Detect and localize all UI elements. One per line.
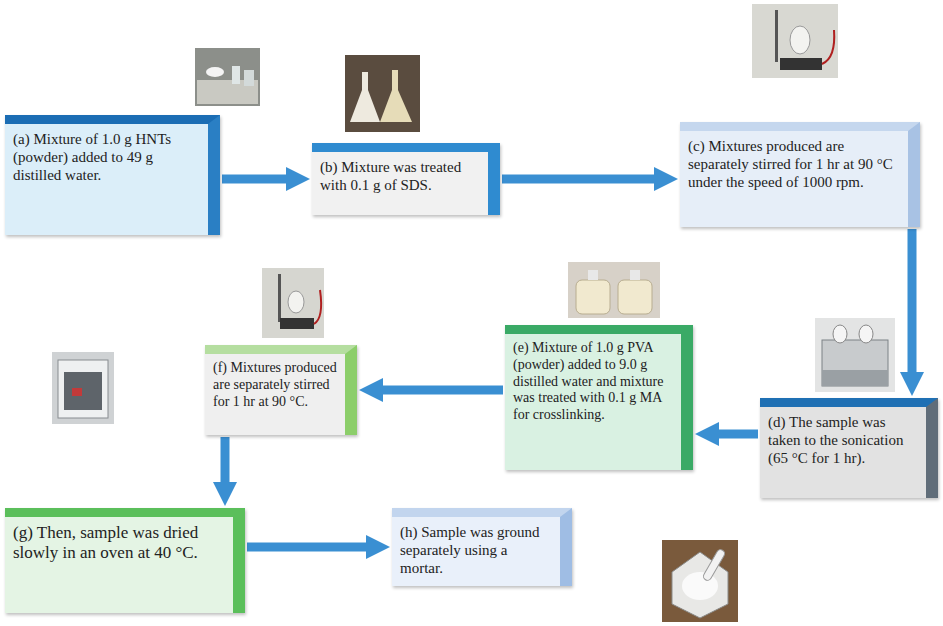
process-step-box: (d) The sample was taken to the sonicati… (760, 398, 938, 498)
flow-arrow (379, 386, 503, 395)
photo-beaker (232, 66, 240, 84)
photo-sonicator (815, 318, 895, 392)
photo-flask (380, 70, 412, 122)
photo-frame (752, 4, 838, 78)
photo-glassware (195, 48, 260, 106)
photo-frame (815, 318, 895, 392)
photo-bath (822, 340, 888, 386)
flow-arrow (247, 543, 370, 552)
photo-mortar (662, 540, 738, 622)
photo-rod (278, 274, 281, 322)
photo-oven-body (58, 360, 108, 418)
photo-stirrer (262, 268, 324, 338)
flow-arrow (715, 430, 758, 439)
flow-arrow (502, 175, 658, 184)
process-step-box: (f) Mixtures produced are separately sti… (205, 345, 357, 435)
photo-bottle (618, 280, 652, 314)
process-step-box: (g) Then, sample was dried slowly in an … (5, 508, 245, 613)
process-step-box: (b) Mixture was treated with 0.1 g of SD… (312, 143, 500, 215)
step-text: (g) Then, sample was dried slowly in an … (13, 523, 225, 564)
photo-hotplate (780, 58, 822, 70)
photo-flask (790, 26, 810, 54)
photo-frame (568, 262, 660, 318)
step-text: (c) Mixtures produced are separately sti… (688, 137, 900, 191)
photo-bottles (568, 262, 660, 318)
photo-sample (72, 388, 82, 396)
photo-oven (52, 352, 114, 424)
process-step-box: (a) Mixture of 1.0 g HNTs (powder) added… (5, 115, 220, 235)
step-text: (f) Mixtures produced are separately sti… (213, 360, 337, 410)
step-text: (h) Sample was ground separately using a… (400, 523, 552, 577)
photo-hotplate (280, 318, 314, 329)
photo-oven-window (64, 372, 102, 410)
step-text: (b) Mixture was treated with 0.1 g of SD… (320, 158, 480, 194)
photo-flask (350, 72, 380, 122)
photo-frame (262, 268, 324, 338)
photo-bottle (576, 280, 610, 314)
step-text: (d) The sample was taken to the sonicati… (768, 413, 918, 467)
photo-rod (775, 10, 778, 62)
photo-pestle (702, 548, 726, 581)
photo-bottle (833, 325, 847, 343)
photo-panel (822, 370, 888, 386)
step-text: (a) Mixture of 1.0 g HNTs (powder) added… (13, 130, 200, 184)
photo-stirrer (752, 4, 838, 78)
photo-cable (314, 290, 321, 324)
photo-dish (206, 67, 224, 77)
photo-bottle (859, 325, 873, 343)
photo-frame (345, 55, 420, 132)
step-text: (e) Mixture of 1.0 g PVA (powder) added … (513, 340, 673, 424)
flow-arrow (908, 229, 917, 376)
photo-frame (662, 540, 738, 622)
photo-neck (630, 270, 640, 280)
photo-flask (288, 291, 304, 313)
process-step-box: (e) Mixture of 1.0 g PVA (powder) added … (505, 325, 693, 470)
photo-beaker (244, 70, 254, 86)
photo-frame (52, 352, 114, 424)
photo-flasks (345, 55, 420, 132)
flow-arrow (222, 175, 290, 184)
photo-neck (588, 270, 598, 280)
photo-cable (822, 30, 834, 64)
process-step-box: (h) Sample was ground separately using a… (392, 508, 572, 586)
process-step-box: (c) Mixtures produced are separately sti… (680, 122, 920, 227)
flow-arrow (221, 437, 230, 486)
photo-frame (195, 48, 260, 106)
